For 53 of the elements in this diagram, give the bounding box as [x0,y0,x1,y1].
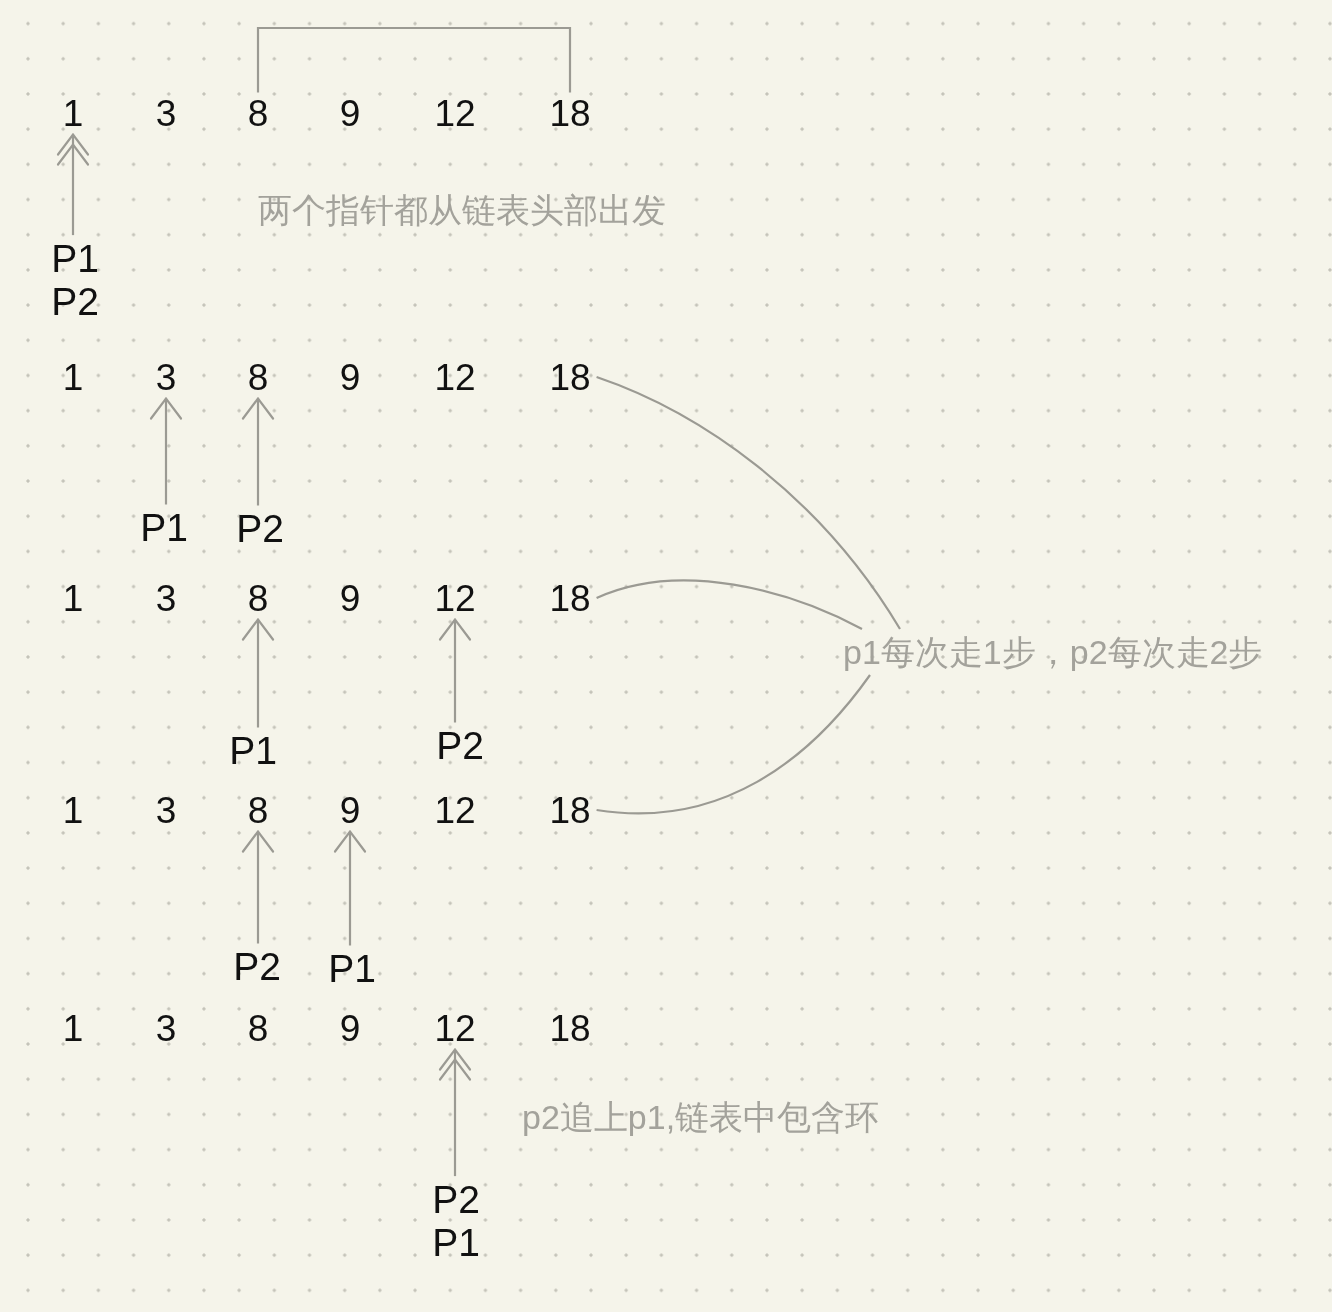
list-value: 9 [339,791,361,829]
note-text: 两个指针都从链表头部出发 [258,193,666,227]
pointer-label: P2 [233,946,281,986]
pointer-label: P2 [236,508,284,548]
arrow [241,618,275,728]
list-value: 9 [339,579,361,617]
list-value: 8 [247,579,269,617]
list-value: 18 [549,94,591,132]
list-value: 8 [247,791,269,829]
pointer-label: P1 [51,238,99,281]
pointer-label: P2 [432,1179,480,1222]
list-value: 1 [62,791,84,829]
list-value: 18 [549,358,591,396]
note-text: p2追上p1,链表中包含环 [522,1100,880,1134]
pointer-label: P1 [328,948,376,988]
list-value: 12 [434,358,476,396]
list-value: 3 [155,791,177,829]
list-value: 12 [434,579,476,617]
list-value: 18 [549,791,591,829]
list-value: 18 [549,1009,591,1047]
list-value: 8 [247,94,269,132]
list-value: 1 [62,1009,84,1047]
pointer-label: P1 [140,507,188,547]
arrow [241,830,275,944]
link-line [256,26,572,93]
list-value: 8 [247,1009,269,1047]
list-value: 9 [339,94,361,132]
list-value: 3 [155,579,177,617]
leader-line [596,375,901,630]
leader-line [596,674,871,815]
list-value: 1 [62,94,84,132]
arrow [241,397,275,506]
list-value: 3 [155,358,177,396]
pointer-label: P1 [229,730,277,770]
pointer-label: P2 [436,725,484,765]
pointer-label: P1 [432,1222,480,1265]
list-value: 3 [155,94,177,132]
list-value: 12 [434,94,476,132]
list-value: 9 [339,358,361,396]
arrow [149,397,183,505]
list-value: 3 [155,1009,177,1047]
list-value: 18 [549,579,591,617]
list-value: 12 [434,791,476,829]
arrow [438,618,472,723]
annotation-text: p1每次走1步，p2每次走2步 [839,631,1267,673]
list-value: 1 [62,358,84,396]
list-value: 12 [434,1009,476,1047]
list-value: 9 [339,1009,361,1047]
list-value: 8 [247,358,269,396]
pointer-label: P2 [51,281,99,324]
leader-line [596,579,863,630]
arrow [333,830,367,946]
list-value: 1 [62,579,84,617]
